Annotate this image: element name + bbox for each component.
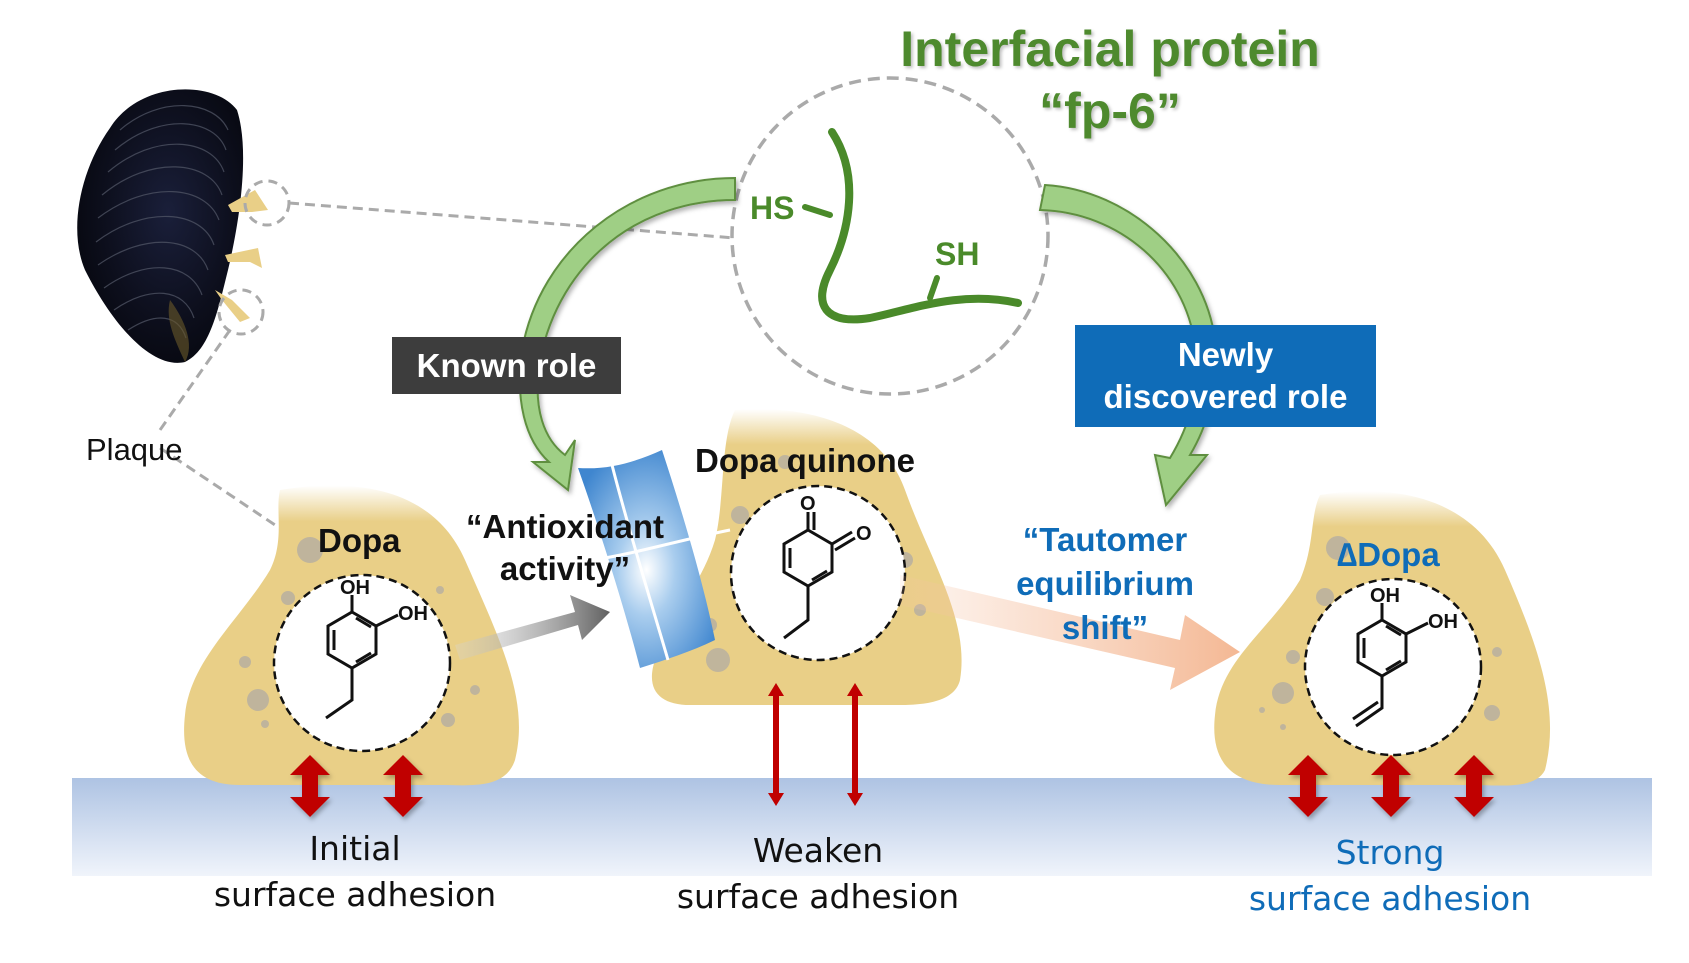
tautomer-shift-label: “Tautomer equilibrium shift” xyxy=(990,518,1220,650)
strong-double-arrow-icon xyxy=(290,755,330,817)
antioxidant-shield-icon xyxy=(578,450,731,668)
known-role-arrow xyxy=(518,176,736,492)
new-role-arrow xyxy=(1038,183,1217,508)
svg-text:OH: OH xyxy=(398,603,428,625)
tautomer-line-2: equilibrium xyxy=(1016,565,1194,602)
svg-text:O: O xyxy=(800,493,816,515)
newly-discovered-role-box: Newly discovered role xyxy=(1075,325,1376,427)
adhesion-arrows-initial xyxy=(290,755,423,817)
strong-double-arrow-icon xyxy=(383,755,423,817)
new-role-label-line-1: Newly xyxy=(1177,336,1274,373)
title-line-1: Interfacial protein xyxy=(900,21,1320,77)
plaque-label: Plaque xyxy=(86,432,183,467)
tautomer-line-3: shift” xyxy=(1061,609,1149,646)
weaken-adhesion-line-2: surface adhesion xyxy=(676,877,960,916)
strong-adhesion-line-2: surface adhesion xyxy=(1248,879,1532,918)
initial-adhesion-line-1: Initial xyxy=(309,829,401,868)
strong-double-arrow-icon xyxy=(1454,755,1494,817)
dopa-label: Dopa xyxy=(318,522,401,559)
initial-adhesion-label: Initial surface adhesion xyxy=(205,826,505,918)
new-role-label-line-2: discovered role xyxy=(1103,378,1348,415)
dopa-quinone-label: Dopa quinone xyxy=(695,442,915,479)
svg-text:OH: OH xyxy=(1370,585,1400,607)
antioxidant-line-1: “Antioxidant xyxy=(466,508,664,545)
initial-adhesion-line-2: surface adhesion xyxy=(213,875,497,914)
weak-double-arrow-icon xyxy=(768,683,784,806)
quinone-structure-circle xyxy=(729,484,907,662)
plaque-dopa-quinone xyxy=(651,409,962,705)
thiol-sh-label: SH xyxy=(935,236,980,272)
fp6-protein-chain xyxy=(802,128,1022,324)
dashed-connector xyxy=(158,201,736,537)
quinone-molecule-structure xyxy=(782,512,856,640)
delta-dopa-label: ∆Dopa xyxy=(1337,536,1440,573)
mussel-shell-icon xyxy=(77,89,291,363)
weaken-adhesion-label: Weaken surface adhesion xyxy=(668,828,968,920)
dopa-molecule-structure xyxy=(325,595,399,720)
weaken-adhesion-line-1: Weaken xyxy=(752,831,884,870)
thiol-hs-label: HS xyxy=(750,190,795,226)
strong-adhesion-line-1: Strong xyxy=(1335,833,1445,872)
svg-text:O: O xyxy=(856,523,872,545)
delta-dopa-molecule-structure xyxy=(1352,603,1429,728)
known-role-box: Known role xyxy=(392,337,621,394)
weak-double-arrow-icon xyxy=(847,683,863,806)
plaque-dopa xyxy=(184,485,519,786)
adhesion-arrows-strong xyxy=(1288,755,1494,817)
known-role-label: Known role xyxy=(416,346,597,384)
strong-double-arrow-icon xyxy=(1288,755,1328,817)
strong-double-arrow-icon xyxy=(1371,755,1411,817)
gray-arrow-icon xyxy=(455,595,610,660)
svg-text:OH: OH xyxy=(340,577,370,599)
tautomer-line-1: “Tautomer xyxy=(1022,521,1188,558)
strong-adhesion-label: Strong surface adhesion xyxy=(1240,830,1540,922)
protein-zoom-circle xyxy=(730,76,1050,396)
svg-text:OH: OH xyxy=(1428,611,1458,633)
adhesion-arrows-weak xyxy=(768,683,863,806)
antioxidant-line-2: activity” xyxy=(499,550,631,587)
title-line-2: “fp-6” xyxy=(1039,83,1181,139)
peach-arrow-icon xyxy=(900,575,1240,690)
antioxidant-activity-label: “Antioxidant activity” xyxy=(445,506,685,590)
